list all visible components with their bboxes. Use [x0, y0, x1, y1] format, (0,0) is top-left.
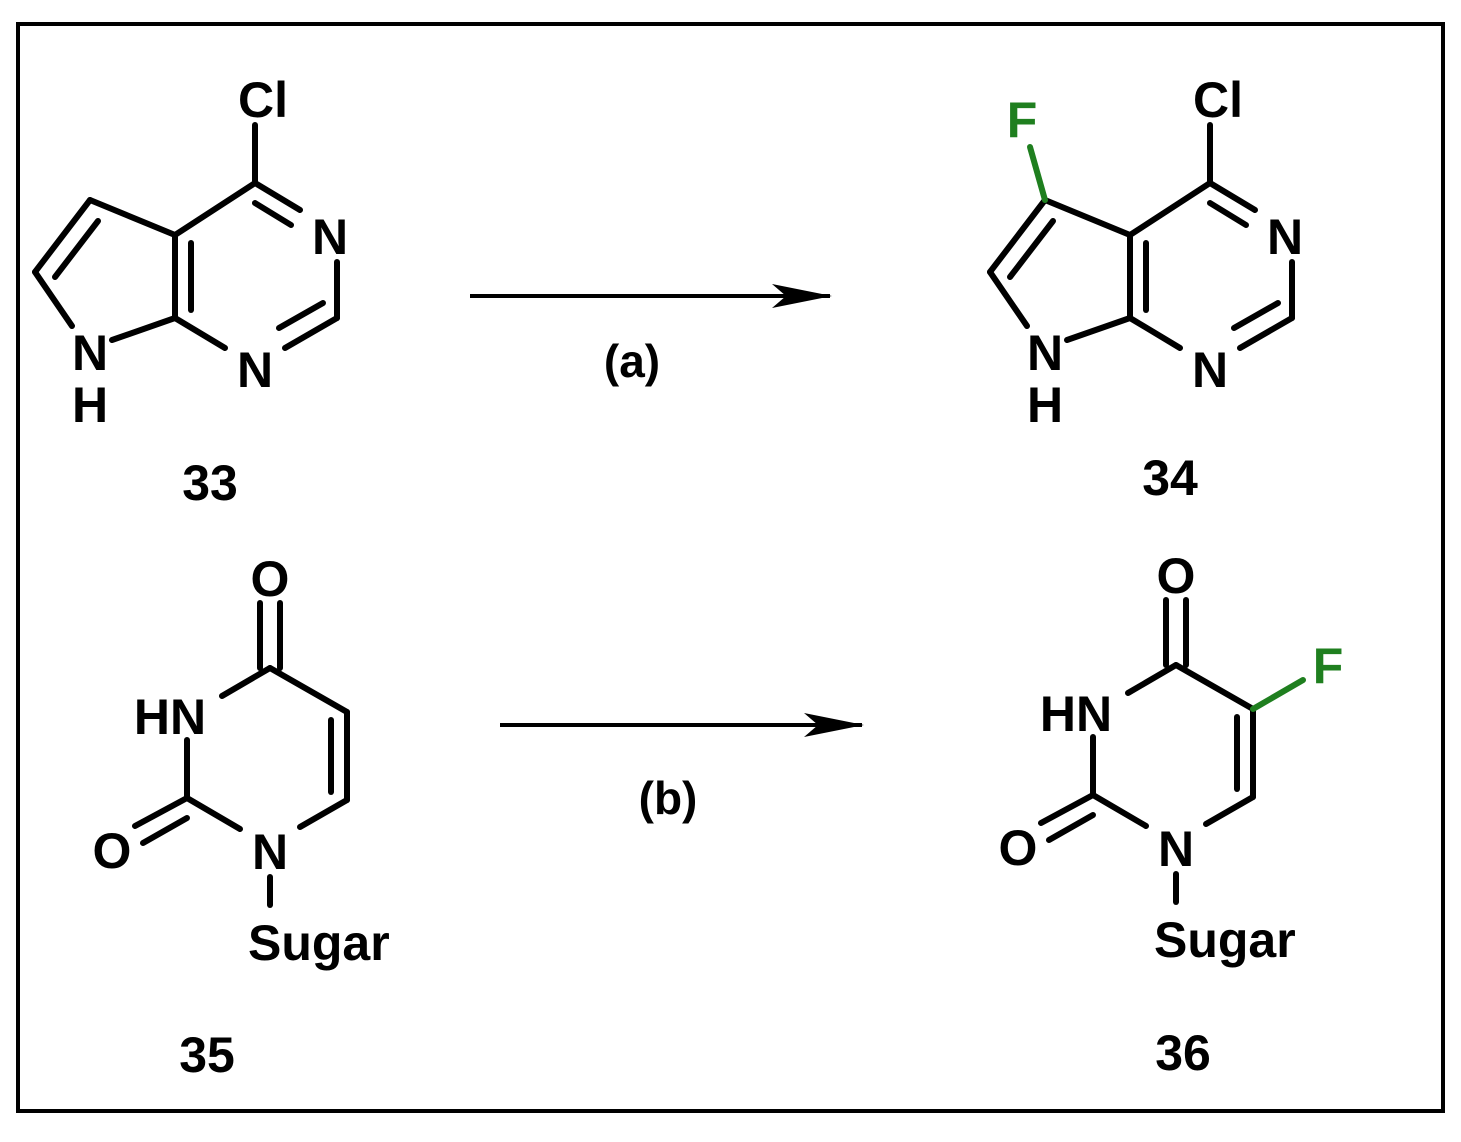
compound-34-cf-bond	[1027, 144, 1048, 203]
compound-35: O HN O N Sugar 35	[93, 551, 390, 1083]
compound-36-oxygen-top: O	[1157, 548, 1196, 604]
compound-33-number: 33	[182, 455, 238, 511]
compound-35-nitrogen: N	[252, 824, 288, 880]
compound-36-sugar: Sugar	[1154, 912, 1296, 968]
compound-34-chlorine: Cl	[1193, 72, 1243, 128]
compound-36-nitrogen: N	[1158, 821, 1194, 877]
compound-36-cf-bond	[1250, 677, 1306, 712]
compound-34-number: 34	[1142, 450, 1198, 506]
compound-34-bonds	[987, 122, 1295, 351]
compound-36-number: 36	[1155, 1025, 1211, 1081]
compound-34-nitrogen-bottom: N	[1192, 342, 1228, 398]
condition-a: (a)	[604, 335, 660, 387]
compound-33-nitrogen-bottom: N	[237, 342, 273, 398]
compound-33: Cl N N N H 33	[32, 72, 348, 511]
compound-33-bonds	[32, 122, 340, 351]
compound-36-hn: HN	[1040, 686, 1112, 742]
compound-33-nh-nitrogen: N	[72, 325, 108, 381]
scheme-frame	[16, 22, 1445, 1113]
compound-36-bonds	[1038, 597, 1256, 905]
compound-34: F Cl N N N H 34	[987, 72, 1303, 506]
compound-34-nh-hydrogen: H	[1027, 377, 1063, 433]
compound-35-sugar: Sugar	[248, 915, 390, 971]
compound-34-nh-nitrogen: N	[1027, 325, 1063, 381]
compound-33-nh-hydrogen: H	[72, 377, 108, 433]
compound-36: F O HN O N Sugar 36	[999, 548, 1344, 1081]
compound-35-oxygen-left: O	[93, 823, 132, 879]
compound-34-nitrogen-top: N	[1267, 209, 1303, 265]
compound-35-oxygen-top: O	[251, 551, 290, 607]
compound-36-oxygen-left: O	[999, 820, 1038, 876]
compound-34-fluorine: F	[1007, 92, 1038, 148]
compound-33-nitrogen-top: N	[312, 209, 348, 265]
compound-36-fluorine: F	[1313, 638, 1344, 694]
compound-35-bonds	[132, 600, 350, 908]
compound-35-number: 35	[179, 1027, 235, 1083]
condition-b: (b)	[639, 772, 698, 824]
compound-35-hn: HN	[134, 689, 206, 745]
compound-33-chlorine: Cl	[238, 72, 288, 128]
